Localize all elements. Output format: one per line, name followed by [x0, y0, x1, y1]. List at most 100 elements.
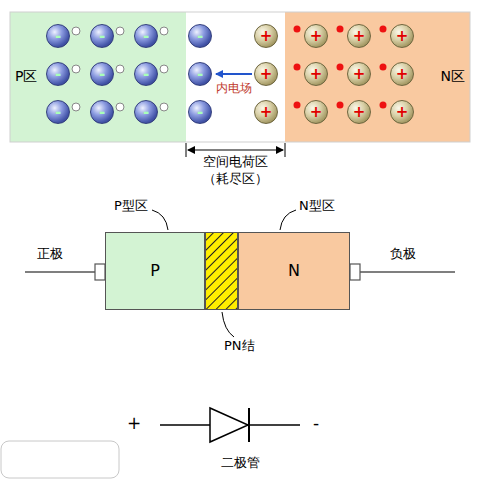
charge-sign: -	[143, 105, 149, 120]
anion-circle: -	[188, 100, 212, 124]
anion-circle: -	[46, 100, 70, 124]
cation-circle: +	[390, 100, 414, 124]
terminal	[350, 264, 360, 280]
part-label: PN结	[224, 339, 255, 354]
region-caption: （耗尽区）	[176, 172, 294, 187]
bracket-tick	[186, 143, 187, 157]
anion-circle: -	[188, 62, 212, 86]
charge-sign: +	[396, 105, 409, 120]
anion-circle: -	[90, 62, 114, 86]
electron-dot	[337, 102, 344, 109]
charge-sign: -	[55, 67, 61, 82]
cation-circle: +	[390, 62, 414, 86]
cation-circle: +	[347, 100, 371, 124]
electron-dot	[380, 26, 387, 33]
polarity-sign: -	[306, 414, 326, 434]
electron-dot	[337, 64, 344, 71]
hole-dot	[72, 65, 80, 73]
cation-circle: +	[254, 24, 278, 48]
charge-sign: -	[143, 67, 149, 82]
semiconductor-box: P型区P	[105, 232, 205, 310]
cation-circle: +	[304, 24, 328, 48]
cation-circle: +	[254, 62, 278, 86]
n-region-fill	[285, 12, 470, 142]
electron-dot	[380, 64, 387, 71]
cation-circle: +	[304, 100, 328, 124]
electron-dot	[337, 26, 344, 33]
bracket-tick	[285, 143, 286, 157]
charge-sign: -	[99, 67, 105, 82]
charge-sign: -	[99, 29, 105, 44]
empty-box	[1, 441, 119, 478]
charge-sign: -	[99, 105, 105, 120]
n-box-fill	[238, 232, 350, 310]
bracket-line	[188, 150, 283, 151]
leader-line	[280, 210, 296, 230]
diode-bar	[248, 408, 250, 442]
charge-sign: -	[197, 29, 203, 44]
hole-dot	[116, 27, 124, 35]
charge-sign: -	[197, 105, 203, 120]
doped-region: N区 + + + + + + + + +	[285, 12, 470, 142]
cation-circle: +	[254, 100, 278, 124]
region-letter: P	[106, 262, 204, 280]
hole-dot	[72, 27, 80, 35]
leader-line	[222, 312, 234, 337]
cation-circle: +	[347, 62, 371, 86]
charge-sign: +	[260, 105, 273, 120]
charge-sign: -	[143, 29, 149, 44]
doped-region: P区 - - - - - - - - -	[10, 12, 186, 142]
anion-circle: -	[90, 24, 114, 48]
charge-sign: +	[310, 29, 323, 44]
charge-sign: +	[353, 29, 366, 44]
terminal	[95, 264, 105, 280]
cation-circle: +	[347, 24, 371, 48]
wire	[25, 271, 95, 272]
part-label: P型区	[114, 199, 148, 214]
electron-dot	[294, 64, 301, 71]
anion-circle: -	[134, 24, 158, 48]
terminal-label: 负极	[383, 247, 423, 262]
electron-dot	[380, 102, 387, 109]
charge-sign: +	[353, 67, 366, 82]
part-label: N型区	[299, 199, 335, 214]
charge-sign: -	[55, 29, 61, 44]
leader-line	[152, 210, 168, 230]
charge-sign: +	[353, 105, 366, 120]
electron-dot	[294, 102, 301, 109]
region-label: P区	[15, 68, 37, 84]
charge-sign: +	[396, 67, 409, 82]
hole-dot	[160, 65, 168, 73]
anion-circle: -	[90, 100, 114, 124]
pn-junction-box: PN结	[205, 232, 238, 310]
p-region-fill	[10, 12, 186, 142]
diode-triangle	[210, 408, 248, 442]
hole-dot	[116, 65, 124, 73]
cation-circle: +	[304, 62, 328, 86]
charge-sign: +	[310, 105, 323, 120]
anion-circle: -	[46, 24, 70, 48]
electron-dot	[294, 26, 301, 33]
charge-sign: +	[310, 67, 323, 82]
polarity-sign: +	[124, 414, 144, 434]
charge-sign: -	[197, 67, 203, 82]
semiconductor-box: N型区N	[238, 232, 350, 310]
anion-circle: -	[134, 62, 158, 86]
anion-circle: -	[188, 24, 212, 48]
terminal-label: 正极	[30, 247, 70, 262]
region-letter: N	[239, 262, 349, 280]
junction-hatch	[205, 232, 238, 310]
charge-sign: +	[260, 67, 273, 82]
anion-circle: -	[134, 100, 158, 124]
region-caption: 空间电荷区	[176, 155, 294, 170]
p-box-fill	[105, 232, 205, 310]
hole-dot	[72, 103, 80, 111]
field-arrow	[216, 73, 252, 75]
band-outline	[10, 12, 470, 142]
symbol-caption: 二极管	[200, 456, 280, 471]
hole-dot	[160, 27, 168, 35]
region-label: N区	[441, 68, 465, 84]
hole-dot	[116, 103, 124, 111]
charge-sign: -	[55, 105, 61, 120]
charge-sign: +	[396, 29, 409, 44]
